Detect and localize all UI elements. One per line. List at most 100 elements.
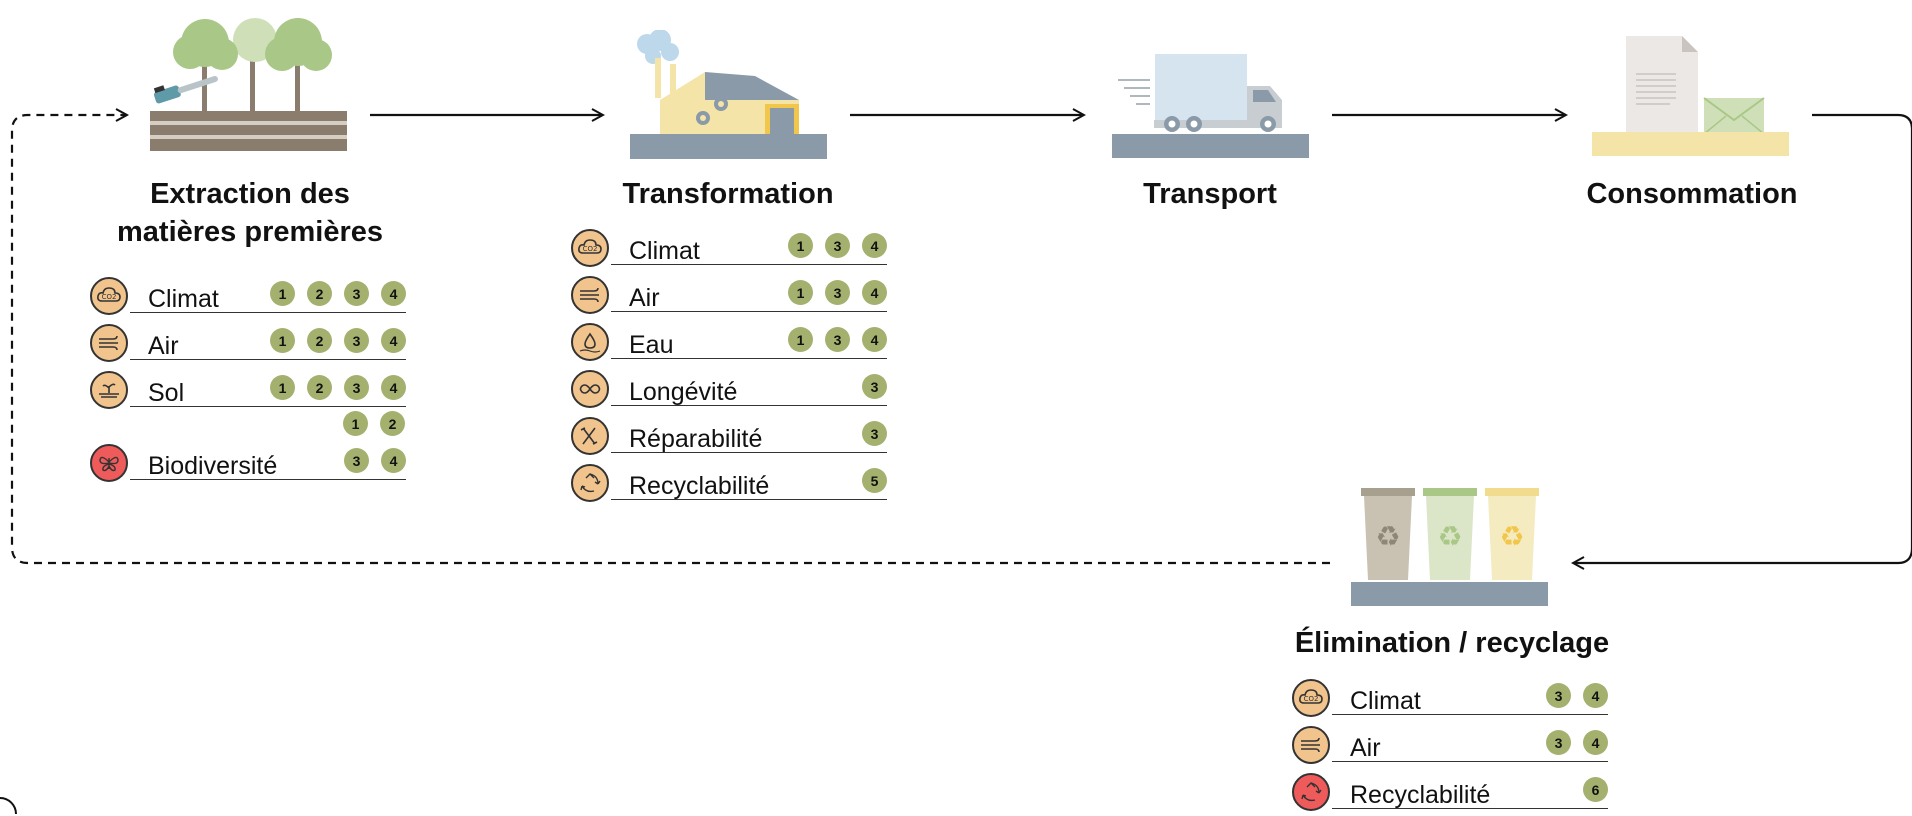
badge: 3 bbox=[344, 328, 369, 353]
wind-icon bbox=[571, 276, 609, 314]
underline bbox=[1332, 713, 1608, 715]
badge: 3 bbox=[825, 327, 850, 352]
badge: 2 bbox=[307, 328, 332, 353]
impact-row-biodiversite: Biodiversité 3 4 bbox=[90, 444, 406, 484]
impact-label: Sol bbox=[148, 379, 185, 407]
title-line-2: matières premières bbox=[117, 216, 383, 248]
badge-group: 3 4 bbox=[1546, 730, 1608, 755]
badge: 2 bbox=[380, 411, 405, 436]
impact-label: Biodiversité bbox=[148, 452, 278, 480]
arrow-recycling-loop-dashed bbox=[10, 115, 1330, 565]
badge: 6 bbox=[1583, 777, 1608, 802]
impact-row-climat: CO2 Climat 1 3 4 bbox=[571, 229, 887, 269]
arrow-consommation-to-elimination bbox=[1574, 113, 1912, 563]
stage-title-transformation: Transformation bbox=[622, 178, 834, 210]
impact-label: Réparabilité bbox=[629, 425, 763, 453]
badge-group: 1 2 3 4 bbox=[270, 375, 406, 400]
badge: 4 bbox=[381, 375, 406, 400]
consommation-illustration bbox=[1592, 36, 1789, 156]
badge: 4 bbox=[381, 281, 406, 306]
title-line-1: Extraction des bbox=[150, 178, 350, 210]
badge: 1 bbox=[788, 233, 813, 258]
badge-group: 3 bbox=[862, 374, 887, 399]
transformation-illustration bbox=[630, 30, 827, 159]
underline bbox=[130, 405, 406, 407]
co2-cloud-icon: CO2 bbox=[90, 277, 128, 315]
badge-group-biodiversite-above: 1 2 bbox=[343, 411, 405, 436]
badge: 2 bbox=[307, 281, 332, 306]
svg-text:♻: ♻ bbox=[1437, 520, 1462, 553]
svg-text:CO2: CO2 bbox=[102, 293, 117, 301]
impact-row-climat: CO2 Climat 1 2 3 4 bbox=[90, 277, 406, 317]
badge: 3 bbox=[344, 375, 369, 400]
svg-text:CO2: CO2 bbox=[583, 245, 598, 253]
badge-group: 1 3 4 bbox=[788, 280, 887, 305]
underline bbox=[611, 404, 887, 406]
stage-title-extraction: Extraction des matières premières bbox=[105, 175, 395, 251]
impact-label: Air bbox=[148, 332, 179, 360]
svg-text:♻: ♻ bbox=[1499, 520, 1524, 553]
stage-title-consommation: Consommation bbox=[1586, 178, 1798, 210]
badge: 3 bbox=[862, 374, 887, 399]
badge: 1 bbox=[788, 280, 813, 305]
impact-row-air: Air 3 4 bbox=[1292, 726, 1608, 766]
badge: 4 bbox=[381, 328, 406, 353]
badge: 3 bbox=[1546, 683, 1571, 708]
underline bbox=[1332, 760, 1608, 762]
underline bbox=[611, 451, 887, 453]
butterfly-icon bbox=[90, 444, 128, 482]
impact-label: Longévité bbox=[629, 378, 738, 406]
badge: 1 bbox=[270, 328, 295, 353]
underline bbox=[1332, 807, 1608, 809]
infinity-icon bbox=[571, 370, 609, 408]
badge-group: 5 bbox=[862, 468, 887, 493]
impact-row-longevite: Longévité 3 bbox=[571, 370, 887, 410]
underline bbox=[130, 478, 406, 480]
badge-group: 1 2 3 4 bbox=[270, 328, 406, 353]
impact-row-reparabilite: Réparabilité 3 bbox=[571, 417, 887, 457]
impact-label: Climat bbox=[629, 237, 700, 265]
underline bbox=[611, 357, 887, 359]
impact-label: Recyclabilité bbox=[629, 472, 770, 500]
impact-label: Climat bbox=[1350, 687, 1421, 715]
impact-row-recyclabilite: Recyclabilité 5 bbox=[571, 464, 887, 504]
badge: 4 bbox=[1583, 683, 1608, 708]
water-drop-icon bbox=[571, 323, 609, 361]
underline bbox=[611, 310, 887, 312]
impact-label: Air bbox=[1350, 734, 1381, 762]
impact-row-climat: CO2 Climat 3 4 bbox=[1292, 679, 1608, 719]
badge: 3 bbox=[825, 280, 850, 305]
badge: 2 bbox=[307, 375, 332, 400]
stage-title-transport: Transport bbox=[1143, 178, 1277, 210]
badge: 4 bbox=[862, 233, 887, 258]
impact-label: Climat bbox=[148, 285, 219, 313]
badge: 4 bbox=[862, 280, 887, 305]
corner-circle-decoration bbox=[0, 797, 17, 815]
badge: 4 bbox=[862, 327, 887, 352]
transport-illustration bbox=[1112, 54, 1309, 158]
extraction-illustration bbox=[150, 18, 347, 151]
co2-cloud-icon: CO2 bbox=[571, 229, 609, 267]
elimination-illustration: ♻ ♻ ♻ bbox=[1351, 488, 1548, 606]
badge: 3 bbox=[344, 281, 369, 306]
badge-group: 3 4 bbox=[344, 448, 406, 473]
badge: 3 bbox=[825, 233, 850, 258]
impact-row-air: Air 1 3 4 bbox=[571, 276, 887, 316]
badge: 3 bbox=[344, 448, 369, 473]
soil-sprout-icon bbox=[90, 371, 128, 409]
badge-group: 6 bbox=[1583, 777, 1608, 802]
impact-row-air: Air 1 2 3 4 bbox=[90, 324, 406, 364]
recycle-icon bbox=[571, 464, 609, 502]
badge-group: 1 3 4 bbox=[788, 327, 887, 352]
svg-text:CO2: CO2 bbox=[1304, 695, 1319, 703]
tools-icon bbox=[571, 417, 609, 455]
badge: 4 bbox=[1583, 730, 1608, 755]
recycle-icon bbox=[1292, 773, 1330, 811]
badge: 5 bbox=[862, 468, 887, 493]
impact-label: Air bbox=[629, 284, 660, 312]
badge: 1 bbox=[343, 411, 368, 436]
underline bbox=[130, 311, 406, 313]
impact-row-recyclabilite: Recyclabilité 6 bbox=[1292, 773, 1608, 813]
